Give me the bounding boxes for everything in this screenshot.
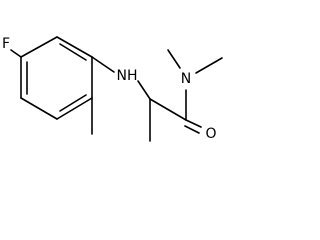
- ring-bond: [20, 97, 58, 120]
- ring-double-bond: [59, 43, 87, 61]
- alpha-to-carbonyl-bond: [149, 98, 187, 121]
- n-methyl-bond: [167, 49, 181, 69]
- fluoro-bond: [10, 49, 22, 58]
- amine-to-alpha-carbon-bond: [137, 80, 151, 100]
- amide-nitrogen-label: N: [181, 71, 191, 87]
- carbonyl-double-bond: [185, 119, 202, 128]
- ring-double-bond: [59, 94, 87, 112]
- n-methyl-bond: [195, 57, 223, 74]
- carbonyl-double-bond: [184, 125, 200, 134]
- carbonyl-oxygen-label: O: [205, 126, 216, 142]
- ring-bond: [56, 97, 93, 120]
- ring-bond: [56, 36, 93, 58]
- ring-to-amine-bond: [91, 56, 115, 73]
- molecule-diagram: F NH N O: [2, 36, 223, 142]
- fluorine-label: F: [2, 36, 10, 52]
- amine-label: NH: [117, 68, 138, 84]
- ring-bond: [20, 36, 58, 58]
- aromatic-ring: [20, 36, 93, 120]
